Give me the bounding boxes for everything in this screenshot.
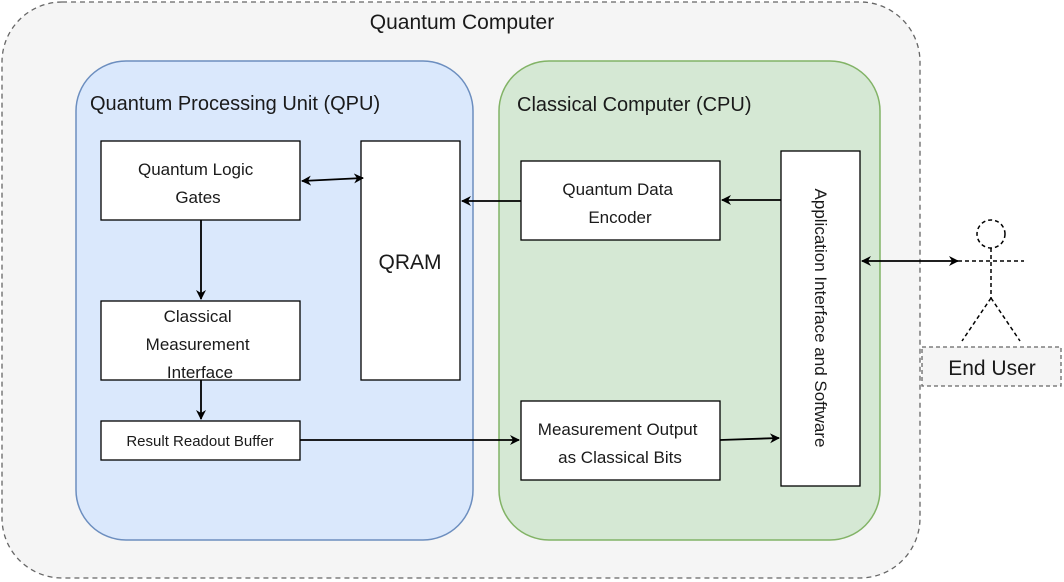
result-readout-buffer-label: Result Readout Buffer [126, 433, 273, 450]
actor-right-leg [990, 297, 1021, 342]
output-to-app-arrow [719, 433, 780, 444]
gates-qram-bidirectional-arrow [301, 173, 364, 186]
cpu-title: Classical Computer (CPU) [517, 94, 752, 116]
actor-left-leg [961, 297, 992, 342]
measurement-output-line-1: Measurement Output [538, 420, 698, 439]
qram-box [360, 140, 461, 381]
classical-measurement-interface-label: Classical Measurement Interface [146, 307, 255, 382]
quantum-logic-gates-line-1: Quantum Logic [138, 160, 254, 179]
qpu-title: Quantum Processing Unit (QPU) [90, 93, 380, 115]
quantum-data-encoder-label: Quantum Data Encoder [562, 180, 677, 227]
end-user-label-box [921, 346, 1062, 387]
quantum-logic-gates-box [100, 140, 301, 221]
quantum-computer-title: Quantum Computer [370, 11, 554, 34]
application-interface-box [780, 150, 861, 487]
classical-measurement-interface-box [100, 300, 301, 381]
quantum-data-encoder-line-1: Quantum Data [562, 180, 673, 199]
classical-measurement-interface-line-2: Measurement [146, 335, 250, 354]
actor-head [976, 219, 1006, 249]
measurement-output-line-2: as Classical Bits [558, 448, 682, 467]
quantum-logic-gates-label: Quantum Logic Gates [138, 160, 258, 207]
measurement-output-label: Measurement Output as Classical Bits [538, 420, 702, 467]
quantum-logic-gates-line-2: Gates [175, 188, 220, 207]
end-user-actor [958, 219, 1024, 342]
quantum-data-encoder-box [520, 160, 721, 241]
quantum-data-encoder-line-2: Encoder [588, 208, 652, 227]
end-user-label: End User [948, 357, 1036, 380]
application-interface-label: Application Interface and Software [811, 189, 830, 448]
classical-measurement-interface-line-3: Interface [167, 363, 233, 382]
classical-measurement-interface-line-1: Classical [164, 307, 232, 326]
qram-label: QRAM [379, 251, 442, 274]
measurement-output-box [520, 400, 721, 481]
